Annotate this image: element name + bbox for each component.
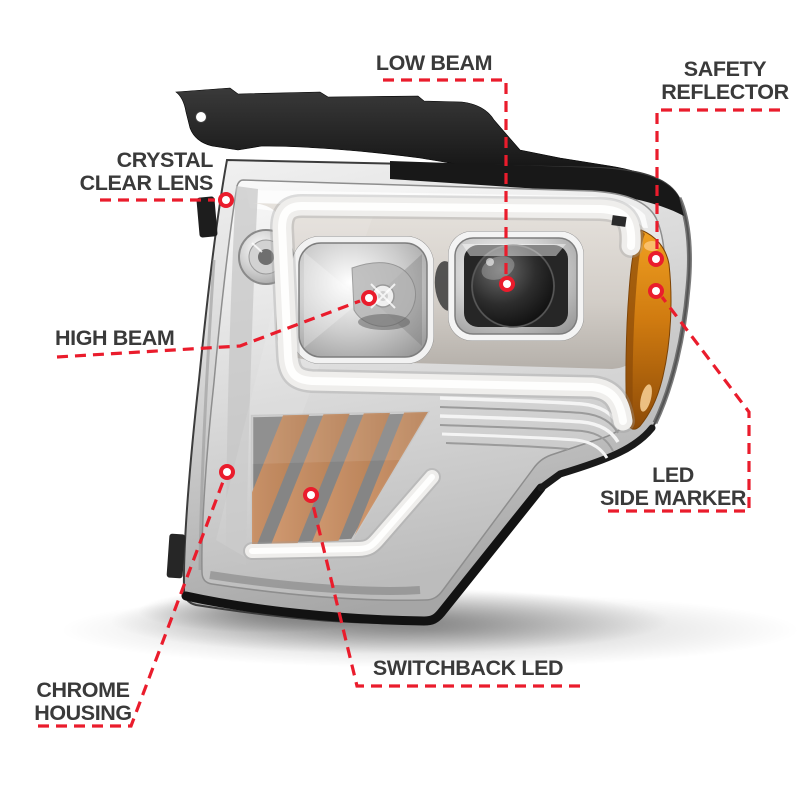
led-side-marker-target-dot-center <box>652 287 660 295</box>
safety-reflector-callout-line <box>655 108 780 249</box>
amber-safety-reflector <box>625 229 672 430</box>
low-beam-callout-line <box>383 78 508 274</box>
label-high-beam: HIGH BEAM <box>55 326 175 350</box>
safety-reflector-target-dot-center <box>652 255 660 263</box>
label-crystal-clear-lens: CRYSTAL CLEAR LENS <box>79 148 214 195</box>
switchback-led-target-dot-center <box>307 491 315 499</box>
switchback-led-callout-line <box>311 504 580 688</box>
lower-recess-shading <box>209 571 421 595</box>
left-edge-clip <box>196 196 218 238</box>
label-switchback-led: SWITCHBACK LED <box>372 656 564 680</box>
chrome-housing-callout-line <box>38 478 226 728</box>
lower-left-tab <box>166 533 186 579</box>
high-beam-target-dot-center <box>365 294 373 302</box>
low-beam-projector <box>448 231 584 341</box>
high-beam-callout-line <box>56 299 361 359</box>
low-beam-target-dot-center <box>503 280 511 288</box>
label-led-side-marker: LED SIDE MARKER <box>599 463 747 510</box>
label-chrome-housing: CHROME HOUSING <box>34 678 132 725</box>
label-safety-reflector: SAFETY REFLECTOR <box>661 57 789 104</box>
chrome-housing-target-dot-center <box>223 468 231 476</box>
crystal-clear-lens-target-dot-center <box>222 196 230 204</box>
led-side-marker-callout-line <box>608 296 751 513</box>
light-bar-drl-tube <box>243 193 644 560</box>
bracket-hole <box>195 111 207 123</box>
label-low-beam: LOW BEAM <box>375 51 493 75</box>
upper-screw <box>611 215 627 227</box>
chrome-ridges <box>439 396 620 459</box>
